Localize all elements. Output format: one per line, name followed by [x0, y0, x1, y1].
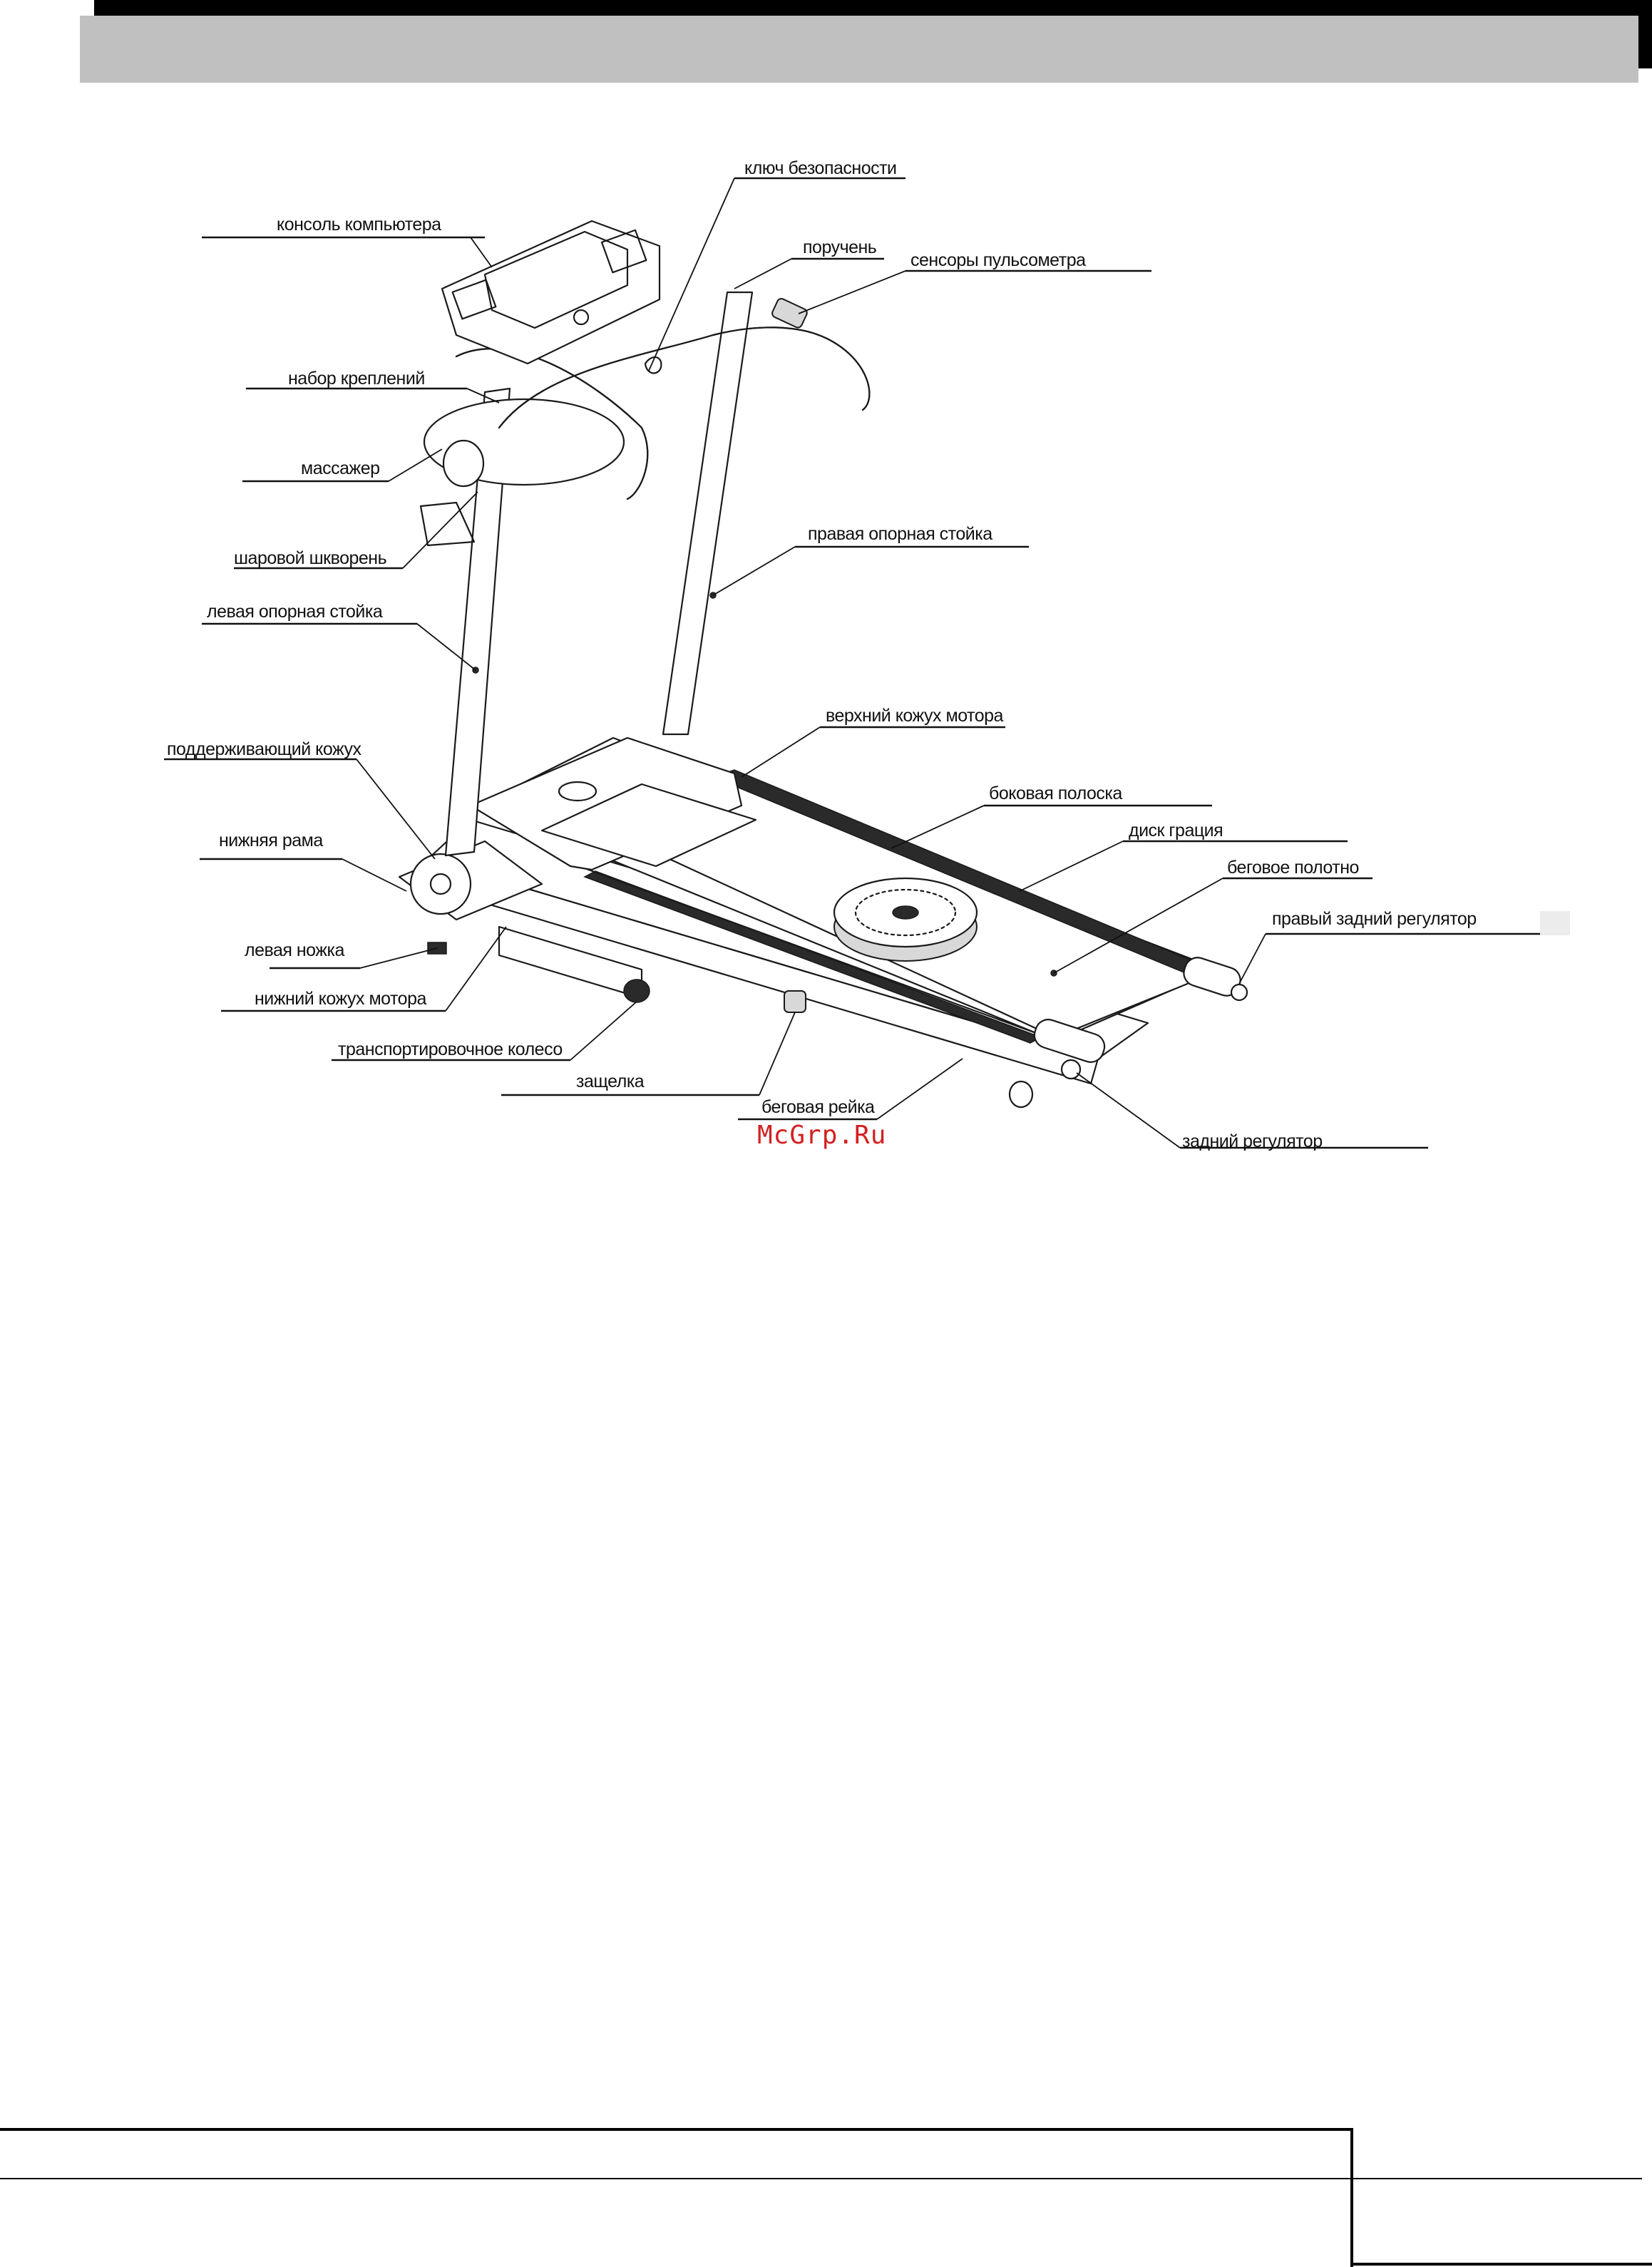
twist-disc-center	[892, 905, 919, 920]
left-upright-shape	[444, 387, 511, 857]
label-right-rear-adjuster: правый задний регулятор	[1272, 909, 1477, 929]
callout-lines	[164, 177, 1541, 1149]
leader-transport-wheel	[570, 1001, 637, 1061]
label-upper-motor-cover: верхний кожух мотора	[826, 706, 1004, 726]
footer-rule-vertical	[1350, 2128, 1353, 2267]
leader-lower-frame	[342, 858, 407, 892]
label-support-cover: поддерживающий кожух	[167, 739, 362, 759]
leader-pulse	[798, 270, 906, 314]
label-twist-disc: диск грация	[1129, 821, 1223, 841]
label-safety-key: ключ безопасности	[744, 158, 897, 178]
console-screen	[483, 230, 629, 329]
handrail-fill	[498, 327, 871, 429]
label-mounting-kit: набор креплений	[288, 369, 425, 389]
ball-pivot-bracket	[419, 501, 476, 547]
console-right-buttons	[600, 229, 647, 274]
transport-wheel-shape	[623, 979, 650, 1003]
leader-left-upright	[416, 623, 476, 671]
label-left-foot: левая ножка	[245, 940, 345, 960]
label-right-upright: правая опорная стойка	[808, 524, 992, 544]
console-knob	[573, 309, 590, 326]
leader-left-foot	[359, 947, 438, 969]
leader-massager	[388, 448, 443, 482]
pulse-sensor-shape	[771, 297, 808, 329]
twist-disc-pattern	[854, 888, 957, 937]
label-ball-pivot: шаровой шкворень	[234, 548, 386, 568]
leader-belt	[1053, 878, 1223, 974]
massager-roller	[442, 439, 485, 488]
watermark: McGrp.Ru	[757, 1121, 886, 1150]
console-left-buttons	[451, 279, 497, 320]
label-latch: защелка	[576, 1071, 645, 1091]
label-pulse-sensors: сенсоры пульсометра	[910, 250, 1086, 270]
support-cover-hub	[429, 873, 452, 895]
rear-wheel	[1008, 1080, 1034, 1109]
right-rear-adjuster-bolt	[1230, 983, 1248, 1002]
hood-cap	[558, 781, 597, 802]
side-strip-edge	[583, 867, 1035, 1034]
leader-right-rear-adjuster	[1238, 933, 1266, 985]
label-massager: массажер	[301, 458, 380, 478]
footer-rule-bottom	[1350, 2263, 1652, 2266]
right-upright-shape	[662, 291, 754, 736]
leader-safety-key	[648, 178, 735, 371]
leader-running-rail	[876, 1058, 963, 1120]
label-lower-motor-cover: нижний кожух мотора	[255, 989, 426, 1009]
leader-handrail	[734, 258, 792, 289]
callout-labels: ключ безопасности консоль компьютера пор…	[167, 158, 1477, 1151]
label-handrail: поручень	[803, 237, 876, 257]
label-computer-console: консоль компьютера	[277, 215, 441, 235]
label-rear-adjuster: задний регулятор	[1182, 1131, 1323, 1151]
label-running-rail: беговая рейка	[761, 1097, 875, 1117]
leader-side-strip	[891, 805, 985, 849]
leader-support-cover	[356, 759, 436, 860]
leader-console	[470, 237, 493, 268]
safety-key-shape	[644, 356, 662, 374]
header-bar-gray	[80, 16, 1638, 83]
leader-rear-adjuster	[1076, 1072, 1181, 1148]
leader-mounting	[466, 388, 500, 403]
treadmill-illustration	[398, 220, 1248, 1109]
hood-top-panel	[540, 783, 757, 868]
leader-ball-pivot	[402, 491, 478, 569]
label-side-strip: боковая полоска	[989, 783, 1122, 803]
scan-artifact	[1540, 911, 1570, 935]
rear-adjuster-bolt	[1060, 1059, 1082, 1080]
leader-lower-motor	[445, 926, 507, 1012]
leader-right-upright	[712, 546, 796, 596]
label-lower-frame: нижняя рама	[219, 831, 323, 850]
rear-roller-left	[1033, 1019, 1106, 1063]
leader-upper-motor	[741, 726, 821, 778]
label-running-belt: беговое полотно	[1227, 858, 1359, 878]
latch-shape	[784, 990, 806, 1013]
leader-latch	[759, 1012, 796, 1096]
label-transport-wheel: транспортировочное колесо	[338, 1039, 563, 1059]
leader-twist-disc	[1019, 841, 1124, 892]
label-left-upright: левая опорная стойка	[207, 602, 383, 622]
footer-rule-middle	[0, 2178, 1642, 2179]
footer-rule-top	[0, 2128, 1353, 2131]
